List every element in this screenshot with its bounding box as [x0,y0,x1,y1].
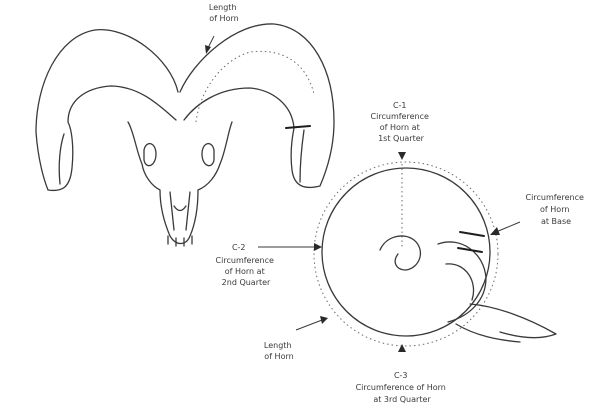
label-length-bottom-line1: Length [264,341,292,350]
right-horn-inner-curl [300,130,304,182]
label-c2-line3: of Horn at [225,267,265,276]
label-length-top-line1: Length [209,3,237,12]
base-measure-bar [286,126,310,128]
label-c2-line1: C-2 [232,243,246,252]
label-c2: C-2 Circumference of Horn at 2nd Quarter [216,243,277,287]
label-c2-line2: Circumference [216,256,274,265]
label-c1-line4: 1st Quarter [378,134,425,143]
base-arrow-line [496,222,520,232]
c2-arrowhead [314,243,322,251]
base-arrowhead [490,227,500,235]
label-c1-line2: Circumference [371,112,429,121]
ram-skull-front-view [36,24,334,246]
c3-arrow [398,344,406,352]
left-eye-socket [144,144,156,166]
label-length-bottom-line2: of Horn [264,352,293,361]
right-horn-outline [180,24,334,188]
horn-circle-view [258,152,556,352]
outer-dotted-circle [314,162,498,346]
right-eye-socket [202,144,214,166]
horn-circle [322,168,490,336]
label-circumference-base: Circumference of Horn at Base [526,193,587,226]
label-base-line3: at Base [541,217,571,226]
horn-length-line [196,51,314,122]
left-horn-outline [36,30,178,191]
label-c2-line4: 2nd Quarter [222,278,271,287]
label-c1: C-1 Circumference of Horn at 1st Quarter [371,101,432,143]
skull-nasal [170,192,190,230]
skull-outline [128,122,232,244]
length-arrow-bottom [296,320,322,330]
left-horn-inner-curl [59,134,64,184]
label-c3: C-3 Circumference of Horn at 3rd Quarter [356,371,449,404]
label-c3-line2: Circumference of Horn [356,383,446,392]
label-c1-line1: C-1 [393,101,407,110]
label-length-of-horn-top: Length of Horn [209,3,239,23]
horn-tip-curl [438,242,556,342]
label-length-top-line2: of Horn [209,14,238,23]
label-length-of-horn-bottom: Length of Horn [264,341,294,361]
length-arrow-top [208,36,214,48]
label-c3-line1: C-3 [394,371,408,380]
label-base-line2: of Horn [540,205,569,214]
inner-curl [380,236,420,270]
label-c3-line3: at 3rd Quarter [373,395,431,404]
label-base-line1: Circumference [526,193,584,202]
c1-arrow [398,152,406,160]
label-c1-line3: of Horn at [380,123,420,132]
length-arrowhead-bottom [320,316,328,324]
